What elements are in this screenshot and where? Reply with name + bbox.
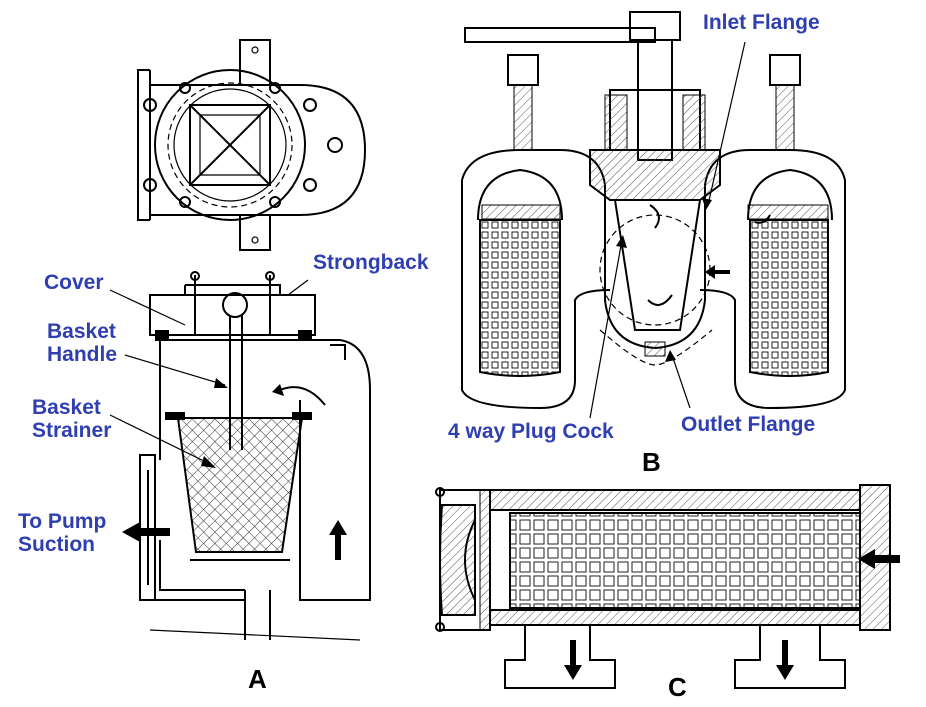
inlet-flange-label: Inlet Flange bbox=[703, 11, 820, 34]
to-pump-suction-label: To Pump Suction bbox=[18, 510, 107, 557]
figure-a-label: A bbox=[248, 664, 267, 694]
outlet-flange-label: Outlet Flange bbox=[681, 413, 816, 436]
figure-a-top-view bbox=[137, 39, 367, 251]
figure-a-section-view bbox=[109, 271, 371, 641]
figure-c-label: C bbox=[668, 672, 687, 702]
basket-strainer-label: Basket Strainer bbox=[32, 396, 112, 443]
four-way-plug-cock-label: 4 way Plug Cock bbox=[448, 420, 614, 443]
basket-handle-label: Basket Handle bbox=[47, 320, 118, 367]
figure-c-simplex-strainer bbox=[435, 484, 900, 689]
strongback-label: Strongback bbox=[313, 251, 429, 274]
cover-label: Cover bbox=[44, 271, 104, 294]
figure-b-duplex-strainer bbox=[461, 11, 846, 419]
figure-b-label: B bbox=[642, 447, 661, 477]
